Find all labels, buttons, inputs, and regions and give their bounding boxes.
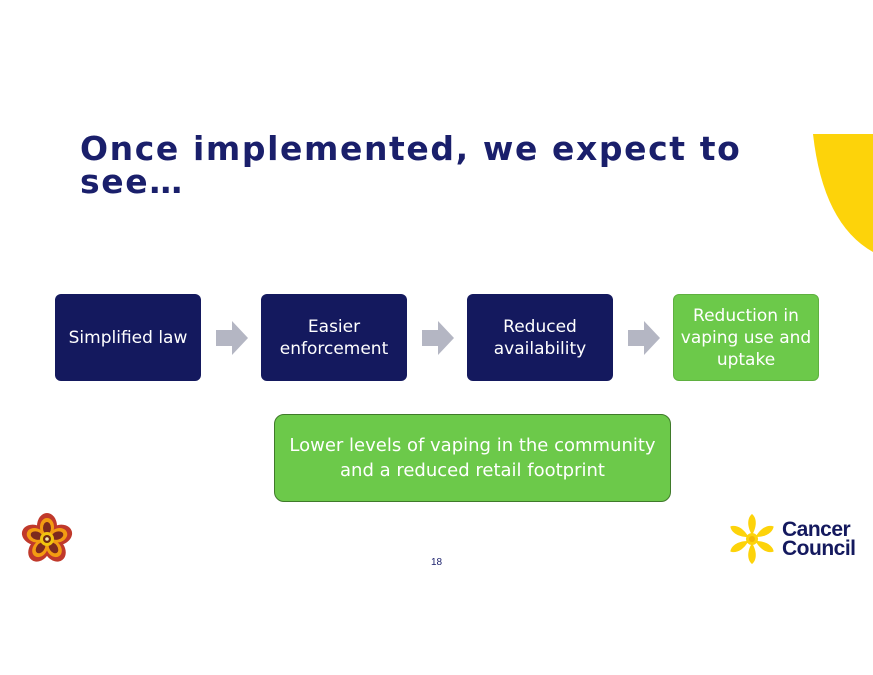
outcome-box: Lower levels of vaping in the community …	[274, 414, 671, 502]
step-reduction-vaping: Reduction in vaping use and uptake	[673, 294, 819, 381]
arrow-right-icon	[628, 321, 660, 355]
arrow-right-icon	[422, 321, 454, 355]
sun-arc-decoration	[813, 134, 873, 252]
brand-line-2: Council	[782, 537, 856, 560]
brand-line-1: Cancer	[782, 518, 851, 541]
arrow-right-icon	[216, 321, 248, 355]
aboriginal-flower-icon	[21, 513, 73, 562]
cancer-council-wordmark: Cancer Council	[782, 518, 856, 560]
page-number: 18	[430, 557, 443, 568]
step-easier-enforcement: Easier enforcement	[261, 294, 407, 381]
slide-title: Once implemented, we expect to see…	[80, 129, 742, 201]
cancer-council-logo: Cancer Council	[726, 514, 856, 564]
step-simplified-law: Simplified law	[55, 294, 201, 381]
step-reduced-availability: Reduced availability	[467, 294, 613, 381]
daffodil-icon	[730, 514, 774, 564]
